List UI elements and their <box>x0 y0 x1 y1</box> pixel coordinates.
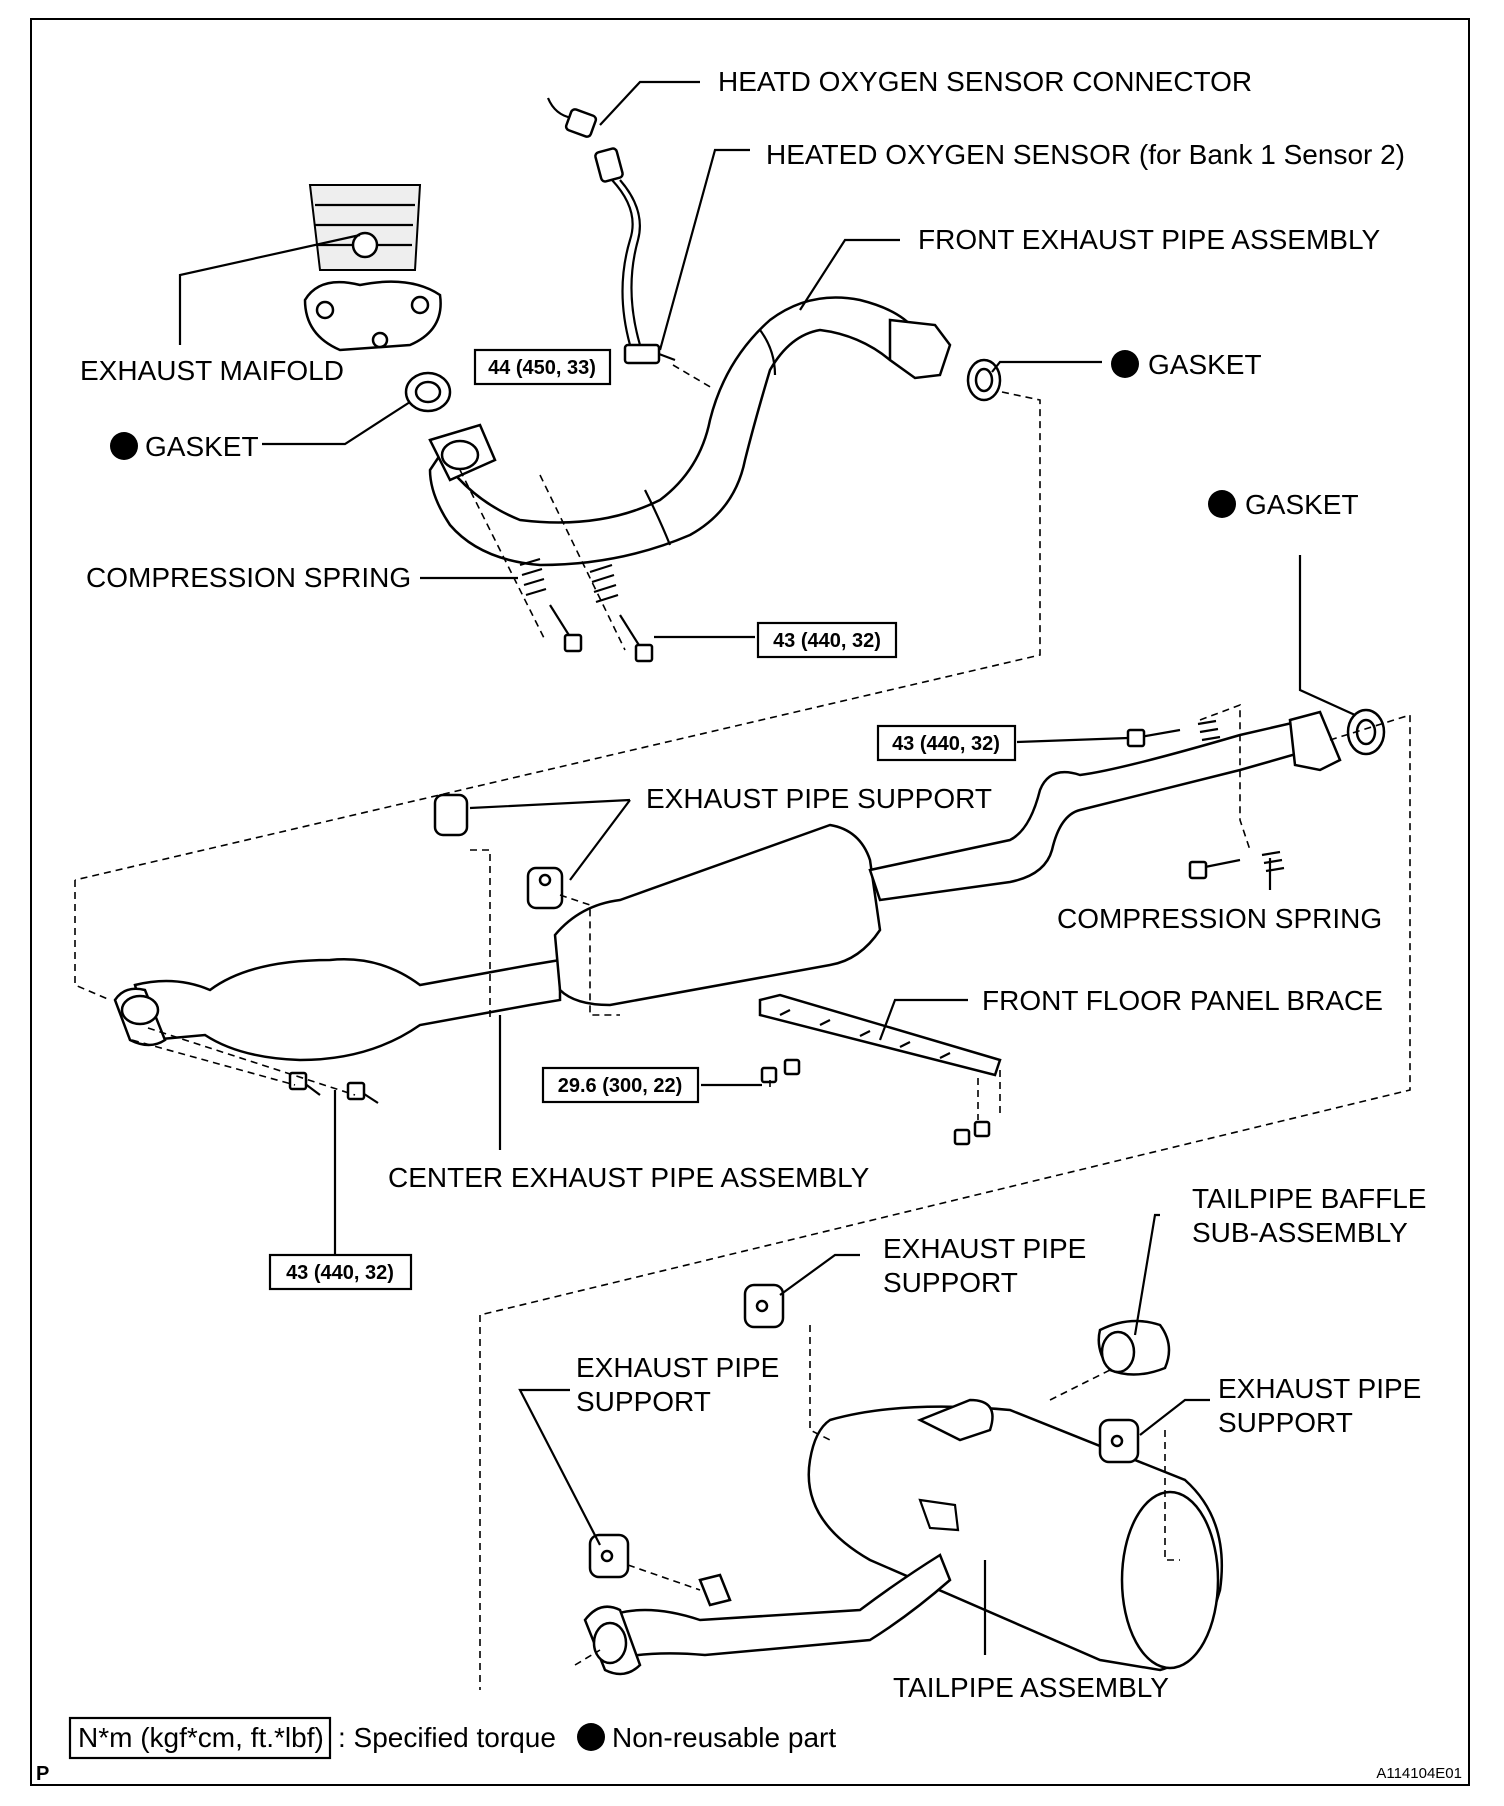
torque-box-center-rear: 43 (440, 32) <box>876 724 1017 762</box>
label-gasket-right-mid: GASKET <box>1245 489 1359 520</box>
torque-box-front-pipe: 43 (440, 32) <box>756 621 898 659</box>
torque-box-center-front: 43 (440, 32) <box>268 1253 413 1291</box>
leader-tailpipe-baffle <box>1133 1213 1160 1336</box>
leader-support-b <box>518 1388 601 1546</box>
nonreusable-dot <box>1111 350 1139 378</box>
label-tailpipe-assembly: TAILPIPE ASSEMBLY <box>893 1672 1169 1703</box>
exhaust-pipe-supports-bottom <box>588 1283 1140 1579</box>
figure-id: A114104E01 <box>1376 1765 1462 1782</box>
legend-nonreusable-dot <box>577 1723 605 1751</box>
torque-value: 29.6 (300, 22) <box>558 1075 683 1097</box>
front-exhaust-pipe <box>428 296 952 567</box>
label-tailpipe-baffle-2: SUB-ASSEMBLY <box>1192 1217 1408 1248</box>
tailpipe-baffle <box>1097 1319 1171 1376</box>
leader-support-a <box>779 1253 860 1296</box>
label-compression-spring-right: COMPRESSION SPRING <box>1057 903 1382 934</box>
front-pipe-springs-bolts <box>519 557 654 663</box>
leader-gasket-left <box>262 401 411 446</box>
torque-value: 43 (440, 32) <box>286 1262 394 1284</box>
legend-torque-text: : Specified torque <box>338 1722 556 1753</box>
leader-oxygen-sensor <box>658 148 750 351</box>
label-center-exhaust-pipe-assembly: CENTER EXHAUST PIPE ASSEMBLY <box>388 1162 870 1193</box>
gasket-right-top <box>966 358 1002 402</box>
page-letter: P <box>36 1763 49 1785</box>
gasket-left <box>404 371 452 413</box>
label-compression-spring-top: COMPRESSION SPRING <box>86 562 411 593</box>
label-front-exhaust-pipe-assembly: FRONT EXHAUST PIPE ASSEMBLY <box>918 224 1380 255</box>
gasket-right-mid <box>1346 708 1386 756</box>
exhaust-pipe-supports-center <box>433 793 564 910</box>
label-support-a-1: EXHAUST PIPE <box>883 1233 1086 1264</box>
label-exhaust-pipe-support-center: EXHAUST PIPE SUPPORT <box>646 783 992 814</box>
diagram-frame <box>30 18 1470 1786</box>
heated-oxygen-sensor <box>546 97 676 365</box>
legend-torque-box: N*m (kgf*cm, ft.*lbf) <box>78 1722 324 1753</box>
torque-box-sensor: 44 (450, 33) <box>473 348 612 386</box>
label-heatd-oxygen-sensor-connector: HEATD OXYGEN SENSOR CONNECTOR <box>718 66 1252 97</box>
leader-torque-center-rear <box>1016 736 1129 744</box>
legend-nonreusable-text: Non-reusable part <box>612 1722 836 1753</box>
center-exhaust-pipe <box>113 710 1342 1062</box>
torque-value: 43 (440, 32) <box>773 630 881 652</box>
label-gasket-left: GASKET <box>145 431 259 462</box>
label-support-b-2: SUPPORT <box>576 1386 711 1417</box>
torque-value: 43 (440, 32) <box>892 733 1000 755</box>
leader-support-c <box>1139 1398 1210 1436</box>
leader-manifold <box>178 233 361 345</box>
label-support-c-2: SUPPORT <box>1218 1407 1353 1438</box>
front-floor-panel-brace <box>758 993 1002 1146</box>
torque-value: 44 (450, 33) <box>488 357 596 379</box>
leader-connector <box>599 80 700 126</box>
label-heated-oxygen-sensor: HEATED OXYGEN SENSOR (for Bank 1 Sensor … <box>766 139 1405 170</box>
label-front-floor-panel-brace: FRONT FLOOR PANEL BRACE <box>982 985 1383 1016</box>
label-support-a-2: SUPPORT <box>883 1267 1018 1298</box>
leader-front-pipe <box>799 238 900 311</box>
label-tailpipe-baffle-1: TAILPIPE BAFFLE <box>1192 1183 1426 1214</box>
leader-gasket-right-mid <box>1298 555 1356 717</box>
leader-exhaust-pipe-support-center <box>469 798 631 881</box>
label-support-b-1: EXHAUST PIPE <box>576 1352 779 1383</box>
leader-brace <box>878 998 968 1041</box>
label-exhaust-maifold: EXHAUST MAIFOLD <box>80 355 344 386</box>
legend: N*m (kgf*cm, ft.*lbf) : Specified torque… <box>68 1716 836 1760</box>
torque-box-brace: 29.6 (300, 22) <box>541 1066 700 1104</box>
leader-gasket-right-top <box>991 360 1102 373</box>
exhaust-manifold <box>303 184 442 352</box>
label-support-c-1: EXHAUST PIPE <box>1218 1373 1421 1404</box>
nonreusable-dot <box>110 432 138 460</box>
label-gasket-right-top: GASKET <box>1148 349 1262 380</box>
nonreusable-dot <box>1208 490 1236 518</box>
tailpipe-assembly <box>583 1398 1224 1676</box>
